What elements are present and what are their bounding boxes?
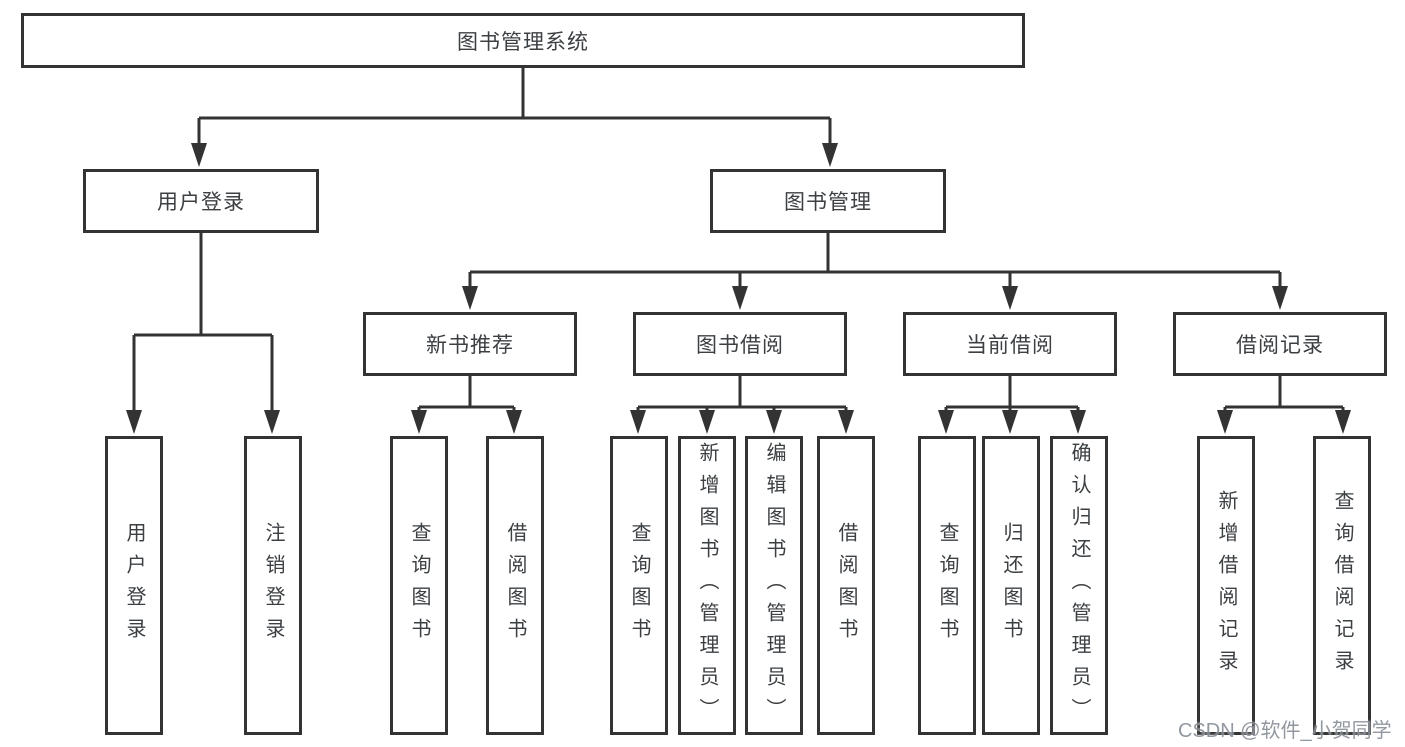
leaf-user-login: 用户登录 bbox=[105, 436, 163, 735]
node-current-borrow: 当前借阅 bbox=[903, 312, 1117, 376]
leaf-query-books-recommend: 查询图书 bbox=[390, 436, 448, 735]
leaf-add-book-admin: 新增图书（管理员） bbox=[678, 436, 736, 735]
leaf-logout: 注销登录 bbox=[244, 436, 302, 735]
node-book-borrow: 图书借阅 bbox=[633, 312, 847, 376]
leaf-add-borrow-record: 新增借阅记录 bbox=[1197, 436, 1255, 735]
watermark: CSDN @软件_小贺同学 bbox=[1178, 720, 1392, 742]
leaf-borrow-books-recommend: 借阅图书 bbox=[486, 436, 544, 735]
node-library-system: 图书管理系统 bbox=[21, 13, 1025, 68]
leaf-edit-book-admin: 编辑图书（管理员） bbox=[745, 436, 803, 735]
leaf-return-books: 归还图书 bbox=[982, 436, 1040, 735]
leaf-borrow-books: 借阅图书 bbox=[817, 436, 875, 735]
leaf-query-books-borrow: 查询图书 bbox=[610, 436, 668, 735]
node-new-book-recommend: 新书推荐 bbox=[363, 312, 577, 376]
node-book-management: 图书管理 bbox=[710, 169, 946, 233]
node-borrow-records: 借阅记录 bbox=[1173, 312, 1387, 376]
leaf-query-borrow-record: 查询借阅记录 bbox=[1313, 436, 1371, 735]
node-user-login: 用户登录 bbox=[83, 169, 319, 233]
leaf-confirm-return-admin: 确认归还（管理员） bbox=[1050, 436, 1108, 735]
leaf-query-books-current: 查询图书 bbox=[918, 436, 976, 735]
